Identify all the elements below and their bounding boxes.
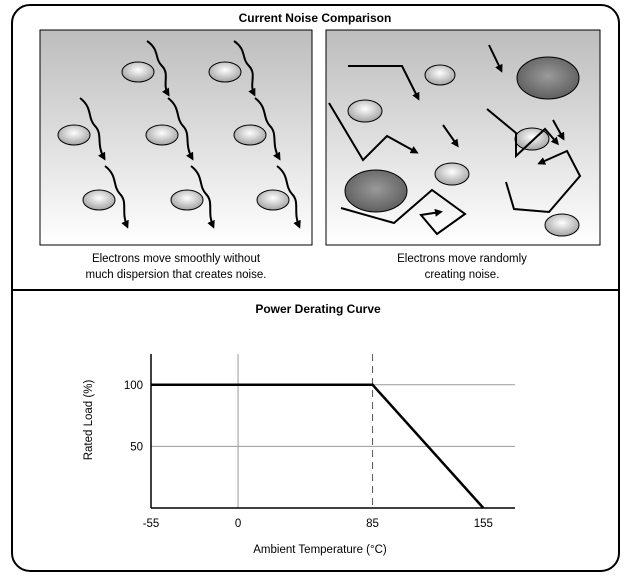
smooth-caption-line2: much dispersion that creates noise.	[86, 269, 267, 281]
derating-series-line	[151, 383, 485, 509]
random-caption-line2: creating noise.	[425, 269, 500, 281]
noise-title: Current Noise Comparison	[239, 11, 392, 25]
x-tick-label: 0	[235, 518, 241, 530]
x-tick-label: 155	[474, 518, 493, 530]
x-tick-label: 85	[366, 518, 379, 530]
random-electrons	[344, 56, 580, 237]
chart-title: Power Derating Curve	[255, 302, 381, 316]
y-axis-label: Rated Load (%)	[83, 380, 95, 461]
x-tick-label: -55	[143, 518, 160, 530]
random-caption-line1: Electrons move randomly	[397, 253, 527, 265]
random-arrows	[328, 44, 582, 236]
smooth-arrows	[79, 40, 301, 229]
outer-frame	[11, 4, 620, 572]
y-tick-label: 50	[130, 441, 143, 453]
y-tick-label: 100	[124, 380, 143, 392]
x-axis-label: Ambient Temperature (°C)	[253, 544, 387, 556]
smooth-electrons	[57, 61, 290, 211]
derating-chart: -55 0 85 155 100 50	[124, 354, 515, 530]
smooth-caption-line1: Electrons move smoothly without	[92, 253, 261, 265]
